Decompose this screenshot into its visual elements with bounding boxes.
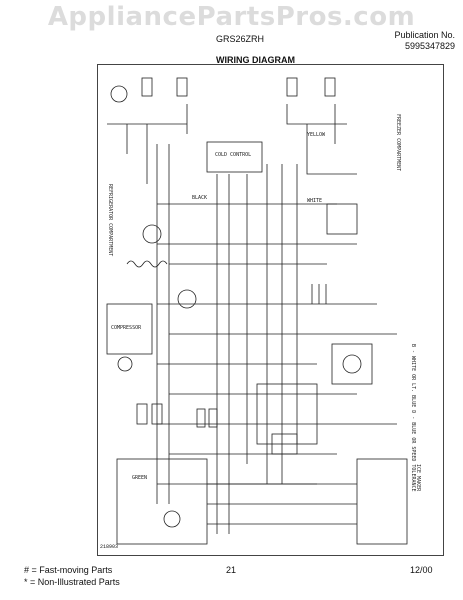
switch — [176, 77, 188, 97]
dispenser-board — [256, 383, 318, 445]
heater-coil — [126, 260, 168, 268]
auger-motor — [163, 510, 181, 528]
door-switch-1 — [136, 403, 148, 425]
wiring-diagram: FREEZER COMPARTMENT REFRIGERATOR COMPART… — [106, 77, 421, 545]
door-switch-3 — [196, 408, 206, 428]
power-plug — [311, 284, 327, 304]
page-number: 21 — [226, 565, 237, 575]
relay-coil — [342, 354, 362, 374]
watermark: AppliancePartsPros.com — [47, 2, 416, 32]
legend-fast-moving: # = Fast-moving Parts — [24, 565, 113, 575]
green-wire-label: GREEN — [132, 475, 147, 481]
publication-number: 5995347829 — [404, 41, 455, 51]
publication-label: Publication No. — [394, 30, 455, 40]
cold-control-box — [206, 141, 263, 173]
diagram-code: 218903 — [100, 544, 119, 550]
door-switch-2 — [151, 403, 163, 425]
damper-motor — [117, 356, 133, 372]
compressor-label: COMPRESSOR — [111, 325, 142, 331]
refrigerator-compartment-label: REFRIGERATOR COMPARTMENT — [107, 184, 113, 256]
legend-non-illustrated: * = Non-Illustrated Parts — [24, 577, 120, 587]
wire-legend: B - WHITE OR LT. BLUE D - BLUE OR SPEED … — [410, 344, 416, 492]
black-wire-label: BLACK — [192, 195, 207, 201]
water-valve — [271, 433, 298, 455]
lamp-socket — [141, 77, 153, 97]
freezer-switch — [324, 77, 336, 97]
condenser-fan-motor — [177, 289, 197, 309]
evaporator-fan-motor — [142, 224, 162, 244]
yellow-wire-label: YELLOW — [307, 132, 326, 138]
dispenser-control-box — [116, 458, 208, 545]
model-number: GRS26ZRH — [216, 34, 265, 44]
ice-maker-box — [356, 458, 408, 545]
freezer-lamp-socket — [286, 77, 298, 97]
defrost-timer — [326, 203, 358, 235]
ice-maker-label: ICE MAKER — [415, 464, 421, 492]
light-bulb-icon — [110, 85, 128, 103]
cold-control-label: COLD CONTROL — [215, 152, 251, 158]
page-title: WIRING DIAGRAM — [216, 55, 295, 65]
white-wire-label: WHITE — [307, 198, 322, 204]
diagram-frame — [97, 64, 444, 556]
compressor-box — [106, 303, 153, 355]
freezer-compartment-label: FREEZER COMPARTMENT — [395, 114, 401, 171]
date: 12/00 — [410, 565, 433, 575]
door-switch-4 — [208, 408, 218, 428]
overload-relay — [331, 343, 373, 385]
